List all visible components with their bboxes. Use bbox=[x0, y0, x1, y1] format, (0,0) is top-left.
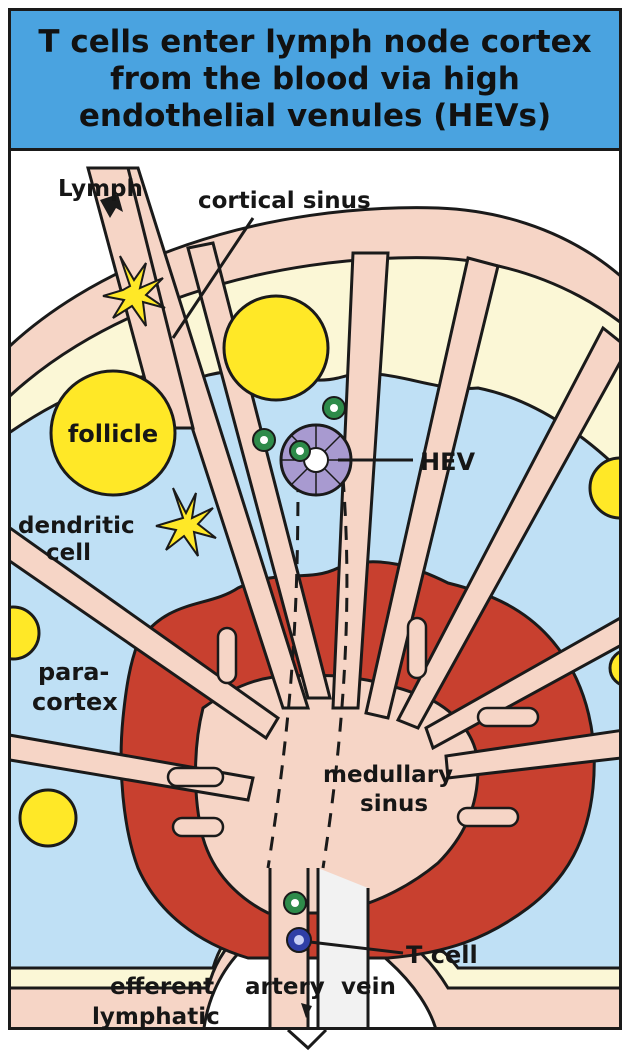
figure-frame: T cells enter lymph node cortex from the… bbox=[8, 8, 622, 1030]
bottom-notch bbox=[288, 1030, 326, 1048]
figure-title: T cells enter lymph node cortex from the… bbox=[35, 24, 595, 135]
title-banner: T cells enter lymph node cortex from the… bbox=[11, 11, 619, 151]
